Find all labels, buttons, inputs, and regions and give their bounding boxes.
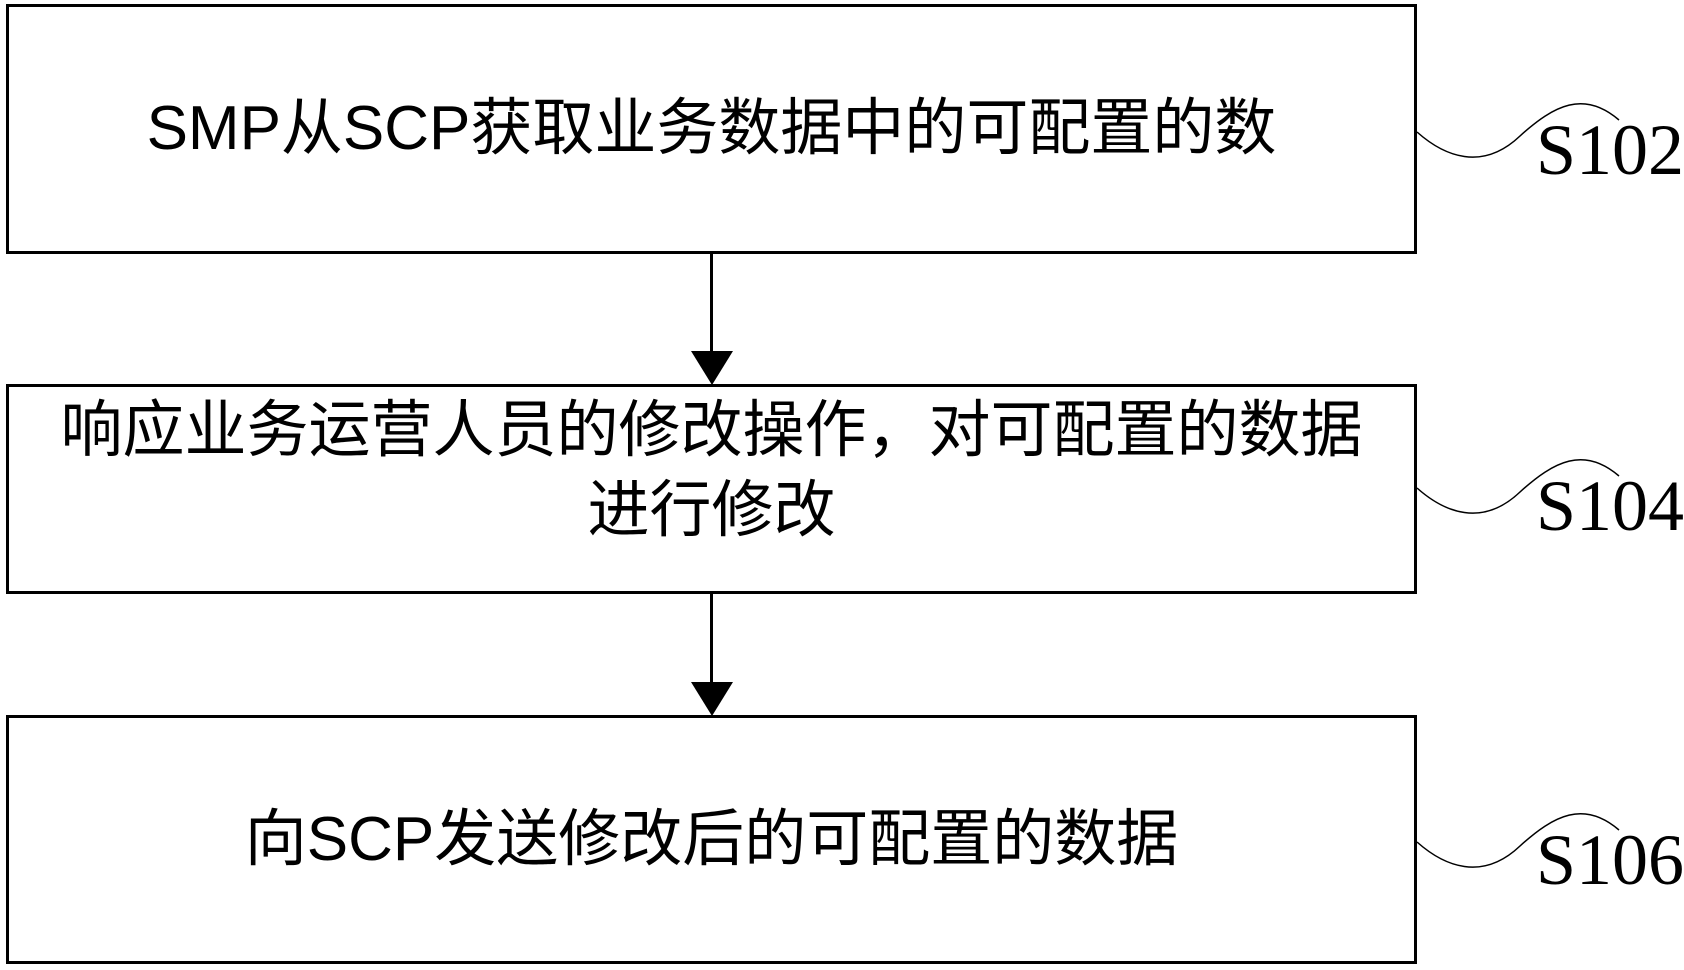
squiggle-connector-s106-icon (1416, 813, 1620, 868)
flow-step-2-text-line-2: 进行修改 (587, 476, 836, 545)
down-arrow-2-icon (691, 682, 733, 716)
flow-step-3-box: 向SCP发送修改后的可配置的数据 (6, 715, 1417, 964)
flow-step-1-box: SMP从SCP获取业务数据中的可配置的数 (6, 4, 1417, 254)
flow-step-2-box: 响应业务运营人员的修改操作，对可配置的数据 进行修改 (6, 384, 1417, 594)
squiggle-connector-s104-icon (1416, 459, 1620, 514)
step-label-s104: S104 (1536, 466, 1684, 546)
down-arrow-1-icon (691, 351, 733, 385)
step-label-s102: S102 (1536, 110, 1684, 190)
flow-step-1-text: SMP从SCP获取业务数据中的可配置的数 (146, 94, 1277, 163)
down-arrow-1-shaft (710, 253, 713, 355)
flow-step-2-text-line-1: 响应业务运营人员的修改操作，对可配置的数据 (60, 396, 1363, 465)
step-label-s106: S106 (1536, 820, 1684, 900)
flow-step-3-text: 向SCP发送修改后的可配置的数据 (244, 804, 1179, 874)
down-arrow-2-shaft (710, 594, 713, 686)
squiggle-connector-s102-icon (1416, 103, 1620, 158)
